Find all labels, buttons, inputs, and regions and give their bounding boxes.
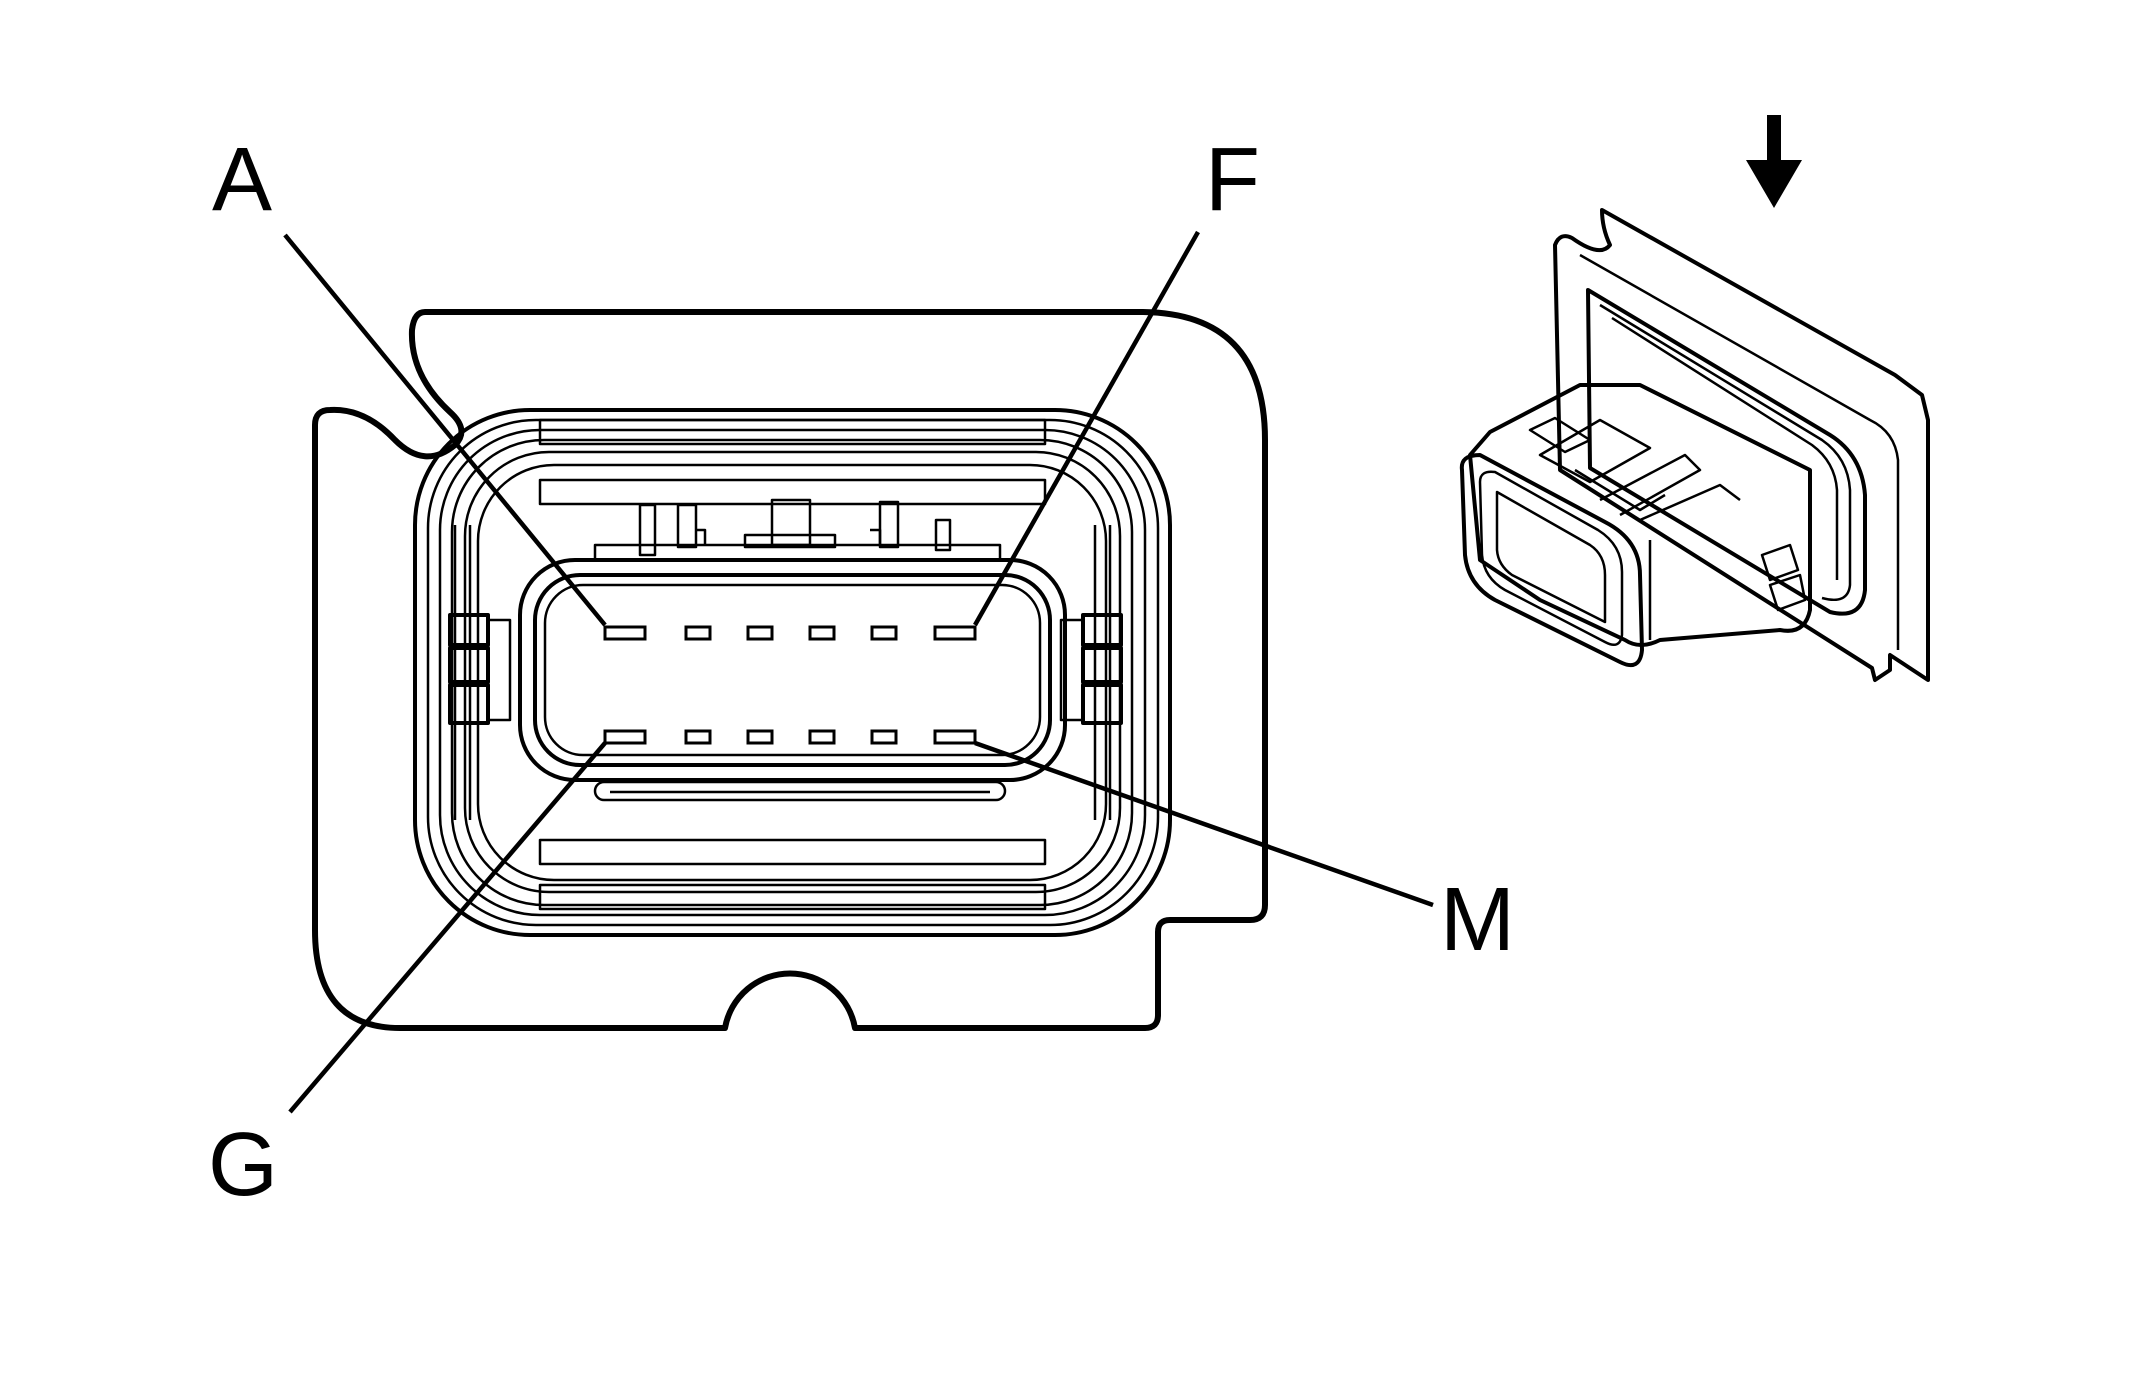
pin-label-f: F xyxy=(1205,130,1260,230)
pin-m xyxy=(933,729,977,745)
connector-face-view: A F G M xyxy=(208,130,1515,1215)
rear-seal-frame xyxy=(1586,288,1867,616)
pin-label-g: G xyxy=(208,1115,278,1215)
leader-line-a xyxy=(283,233,607,627)
seal-ring-3 xyxy=(438,428,1147,917)
pin-cavity-core xyxy=(543,583,1042,757)
shroud-front-inner xyxy=(1478,470,1624,647)
pin-j xyxy=(746,729,774,745)
bottom-rib-1 xyxy=(538,838,1047,866)
pin-h xyxy=(684,729,712,745)
seal-ring-outer xyxy=(413,408,1172,937)
top-key-features xyxy=(593,498,1002,560)
shroud-front-cavity xyxy=(1495,490,1607,624)
bottom-rib-2 xyxy=(538,883,1047,911)
pin-label-m: M xyxy=(1440,870,1515,970)
arrow-down-icon xyxy=(1746,115,1802,208)
seal-ring-5 xyxy=(463,450,1122,894)
pin-c xyxy=(746,625,774,641)
top-lock-ramp xyxy=(1538,418,1652,484)
pin-f xyxy=(933,625,977,641)
mounting-flange xyxy=(1553,208,1930,682)
leader-line-g xyxy=(288,741,607,1114)
top-lock-line-3 xyxy=(1639,483,1741,522)
top-rib-1 xyxy=(538,418,1047,446)
side-latch-2 xyxy=(1768,573,1807,612)
top-lock-line-2 xyxy=(1599,453,1702,517)
pin-l xyxy=(870,729,898,745)
pin-label-a: A xyxy=(212,130,272,230)
rear-seal-inner-2 xyxy=(1611,316,1839,580)
leader-line-f xyxy=(973,230,1200,627)
rear-seal-inner xyxy=(1599,303,1852,602)
side-latch xyxy=(1760,543,1800,582)
left-latch xyxy=(448,613,512,725)
seal-ring-4 xyxy=(450,438,1134,907)
bottom-key-bar xyxy=(593,780,1007,802)
pin-row-top xyxy=(603,625,977,641)
right-latch xyxy=(1059,613,1123,725)
shroud-front-outer xyxy=(1459,453,1644,667)
flange-edge xyxy=(1579,253,1900,650)
pin-d xyxy=(808,625,836,641)
top-latch-detail xyxy=(1528,416,1592,454)
pin-a xyxy=(603,625,647,641)
top-lock-line xyxy=(1574,468,1666,512)
pin-row-bottom xyxy=(603,729,977,745)
pin-g xyxy=(603,729,647,745)
pin-cavity-inner xyxy=(533,573,1052,767)
pin-k xyxy=(808,729,836,745)
connector-isometric-view xyxy=(1459,115,1930,682)
leader-line-m xyxy=(974,740,1434,908)
pin-e xyxy=(870,625,898,641)
top-rib-2 xyxy=(538,478,1047,506)
pin-cavity-outer xyxy=(518,558,1067,782)
pin-b xyxy=(684,625,712,641)
seal-ring-6 xyxy=(476,463,1108,882)
connector-shroud xyxy=(1468,383,1812,647)
